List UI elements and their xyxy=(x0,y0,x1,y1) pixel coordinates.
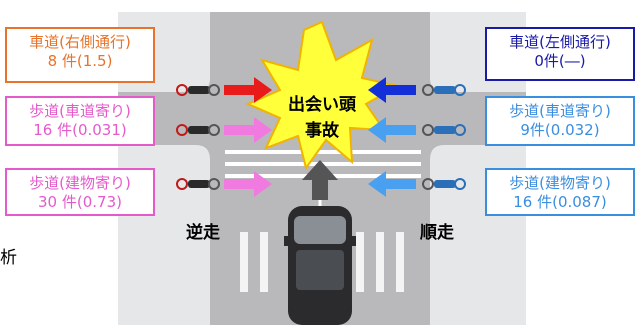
right-box-sidewalk-building: 歩道(建物寄り) 16 件(0.087) xyxy=(485,168,635,216)
left-box-road-title: 車道(右側通行) xyxy=(29,33,131,51)
right-box-road: 車道(左側通行) 0件(―) xyxy=(485,27,635,81)
left-box-sidewalk-road-count: 16 件(0.031) xyxy=(33,121,127,139)
burst-line2: 事故 xyxy=(305,121,339,141)
bicycle-icon xyxy=(176,124,220,136)
crosswalk-bars xyxy=(240,232,404,292)
right-box-sidewalk-road-title: 歩道(車道寄り) xyxy=(509,102,611,120)
right-box-sidewalk-building-count: 16 件(0.087) xyxy=(513,193,607,211)
reverse-direction-label: 逆走 xyxy=(186,223,220,243)
bicycle-icon xyxy=(176,178,220,190)
arrow-icon xyxy=(224,117,272,143)
forward-direction-label: 順走 xyxy=(420,223,454,243)
left-box-sidewalk-building-count: 30 件(0.73) xyxy=(38,193,122,211)
left-box-sidewalk-road: 歩道(車道寄り) 16 件(0.031) xyxy=(5,96,155,146)
up-arrow-icon xyxy=(302,160,338,200)
right-box-sidewalk-road: 歩道(車道寄り) 9件(0.032) xyxy=(485,96,635,146)
bicycle-icon xyxy=(422,124,466,136)
right-box-sidewalk-road-count: 9件(0.032) xyxy=(520,121,600,139)
left-box-road: 車道(右側通行) 8 件(1.5) xyxy=(5,27,155,83)
right-box-sidewalk-building-title: 歩道(建物寄り) xyxy=(509,174,611,192)
cropped-edge-text: 析 xyxy=(0,248,17,268)
burst-icon xyxy=(245,20,401,171)
car-icon xyxy=(284,206,356,325)
left-box-sidewalk-road-title: 歩道(車道寄り) xyxy=(29,102,131,120)
bicycle-icon xyxy=(176,84,220,96)
burst-label: 出会い頭 事故 xyxy=(272,92,372,144)
arrow-icon xyxy=(368,117,416,143)
arrow-icon xyxy=(224,171,272,197)
burst-line1: 出会い頭 xyxy=(288,95,356,115)
arrow-icon xyxy=(224,77,272,103)
arrow-icon xyxy=(368,171,416,197)
left-box-sidewalk-building-title: 歩道(建物寄り) xyxy=(29,174,131,192)
arrow-icon xyxy=(368,77,416,103)
left-box-sidewalk-building: 歩道(建物寄り) 30 件(0.73) xyxy=(5,168,155,216)
left-box-road-count: 8 件(1.5) xyxy=(47,52,113,70)
right-box-road-count: 0件(―) xyxy=(534,52,586,70)
right-box-road-title: 車道(左側通行) xyxy=(509,33,611,51)
bicycle-icon xyxy=(422,84,466,96)
bicycle-icon xyxy=(422,178,466,190)
